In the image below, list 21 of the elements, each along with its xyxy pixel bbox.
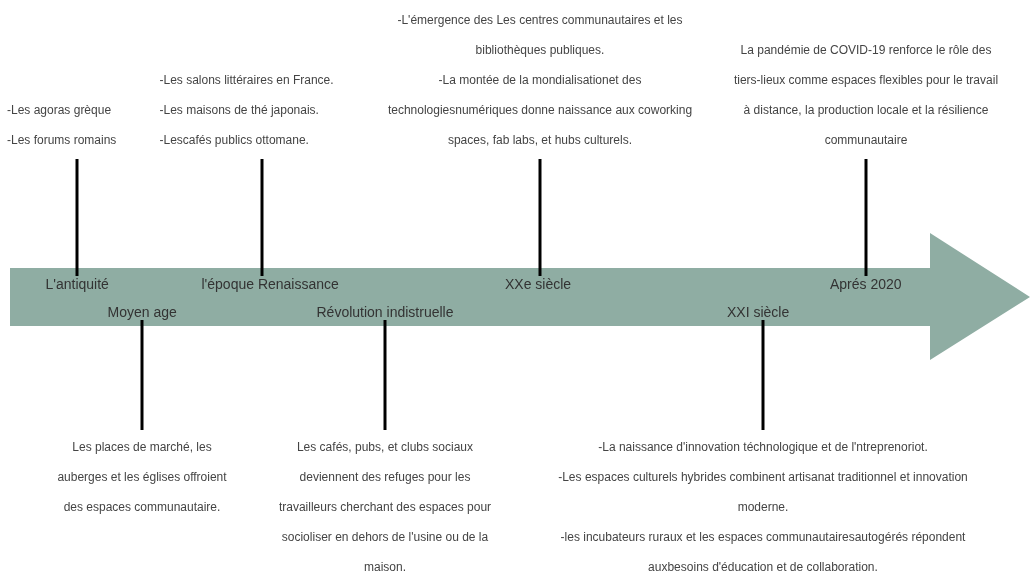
timeline-note: -La naissance d'innovation téchnologique et de l'ntreprenoriot. -Les espaces culturels hybrides combinent artisanat traditionnel et innovation moderne. -les incubateurs ruraux et les espaces communautairesautogérés répondent auxbesoins d'éducation et de collaboration. [543, 432, 983, 576]
period-label: Aprés 2020 [830, 276, 902, 292]
period-label: l'époque Renaissance [201, 276, 339, 292]
connector-line [761, 320, 765, 430]
connector-line [260, 159, 264, 276]
period-label: XXe siècle [505, 276, 572, 292]
timeline-note: -Les agoras grèque -Les forums romains [7, 95, 147, 155]
period-label: Révolution indistruelle [316, 304, 454, 320]
timeline-note: -Les salons littéraires en France. -Les maisons de thé japonais. -Lescafés publics ottomane. [159, 65, 365, 155]
timeline-note: La pandémie de COVID-19 renforce le rôle des tiers-lieux comme espaces flexibles pour le travail à distance, la production locale et la résilience communautaire [731, 35, 1001, 155]
period-label: L'antiquité [45, 276, 109, 292]
connector-line [864, 159, 868, 276]
timeline-note: Les cafés, pubs, et clubs sociaux deviennent des refuges pour les travailleurs cherchant des espaces pour socioliser en dehors de l'usine ou de la maison. [275, 432, 495, 576]
connector-line [538, 159, 542, 276]
connector-line [140, 320, 144, 430]
period-label: Moyen age [107, 304, 177, 320]
timeline-note: Les places de marché, les auberges et les églises offroient des espaces communautaire. [57, 432, 227, 522]
connector-line [75, 159, 79, 276]
period-label: XXI siècle [727, 304, 790, 320]
connector-line [383, 320, 387, 430]
timeline-note: -L'émergence des Les centres communautaires et les bibliothèques publiques. -La montée de la mondialisationet des technologiesnumériques donne naissance aux coworking spaces, fab labs, et hubs culturels. [375, 5, 705, 155]
